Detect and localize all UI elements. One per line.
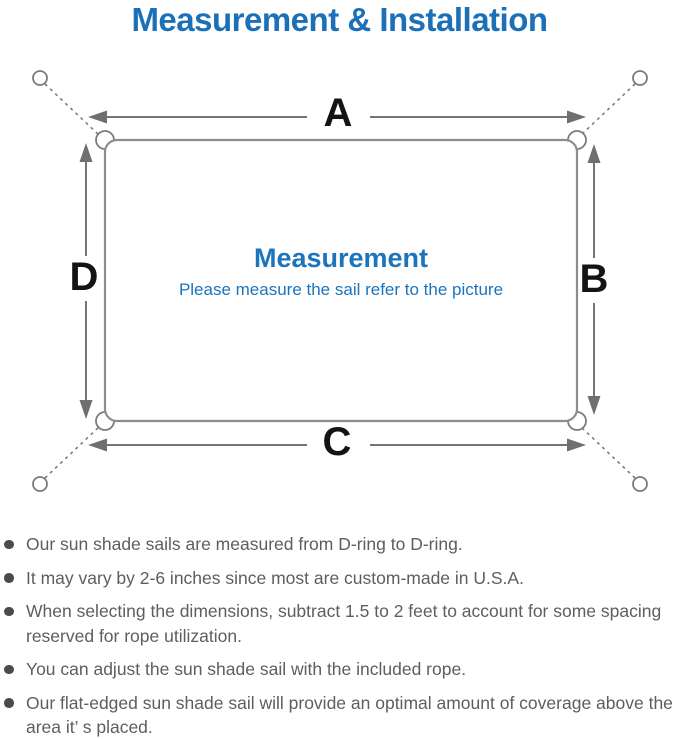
dimension-label-b: B bbox=[579, 257, 609, 301]
anchor-ring-icon-bottom-left bbox=[32, 476, 48, 492]
note-item: Our flat-edged sun shade sail will provi… bbox=[0, 691, 679, 739]
anchor-ring-icon-top-left bbox=[32, 70, 48, 86]
rope-dashed-line-bottom-right bbox=[579, 425, 636, 479]
arrowhead-a-right bbox=[567, 110, 586, 124]
sail-center-caption: Measurement Please measure the sail refe… bbox=[179, 243, 503, 300]
arrowhead-b-bottom bbox=[587, 396, 601, 415]
rope-dashed-line-top-right bbox=[579, 83, 636, 137]
caption-subtitle: Please measure the sail refer to the pic… bbox=[178, 280, 504, 299]
dimension-label-d: D bbox=[69, 255, 99, 299]
dimension-label-c: C bbox=[322, 420, 352, 464]
arrowhead-d-top bbox=[79, 143, 93, 162]
rope-dashed-line-top-left bbox=[44, 83, 101, 137]
page-title: Measurement & Installation bbox=[131, 1, 548, 38]
caption-heading: Measurement bbox=[253, 243, 429, 273]
sail-outline bbox=[103, 138, 579, 423]
anchor-ring-icon-top-right bbox=[632, 70, 648, 86]
note-item: Our sun shade sails are measured from D-… bbox=[0, 532, 679, 557]
arrowhead-c-right bbox=[567, 438, 586, 452]
dimension-label-a: A bbox=[323, 91, 353, 135]
measurement-notes-list: Our sun shade sails are measured from D-… bbox=[0, 532, 679, 739]
note-item: It may vary by 2-6 inches since most are… bbox=[0, 566, 679, 591]
note-item: When selecting the dimensions, subtract … bbox=[0, 599, 679, 648]
arrowhead-c-left bbox=[88, 438, 107, 452]
arrowhead-a-left bbox=[88, 110, 107, 124]
note-item: You can adjust the sun shade sail with t… bbox=[0, 657, 679, 682]
anchor-ring-icon-bottom-right bbox=[632, 476, 648, 492]
rope-dashed-line-bottom-left bbox=[44, 425, 101, 479]
arrowhead-b-top bbox=[587, 144, 601, 163]
arrowhead-d-bottom bbox=[79, 400, 93, 419]
